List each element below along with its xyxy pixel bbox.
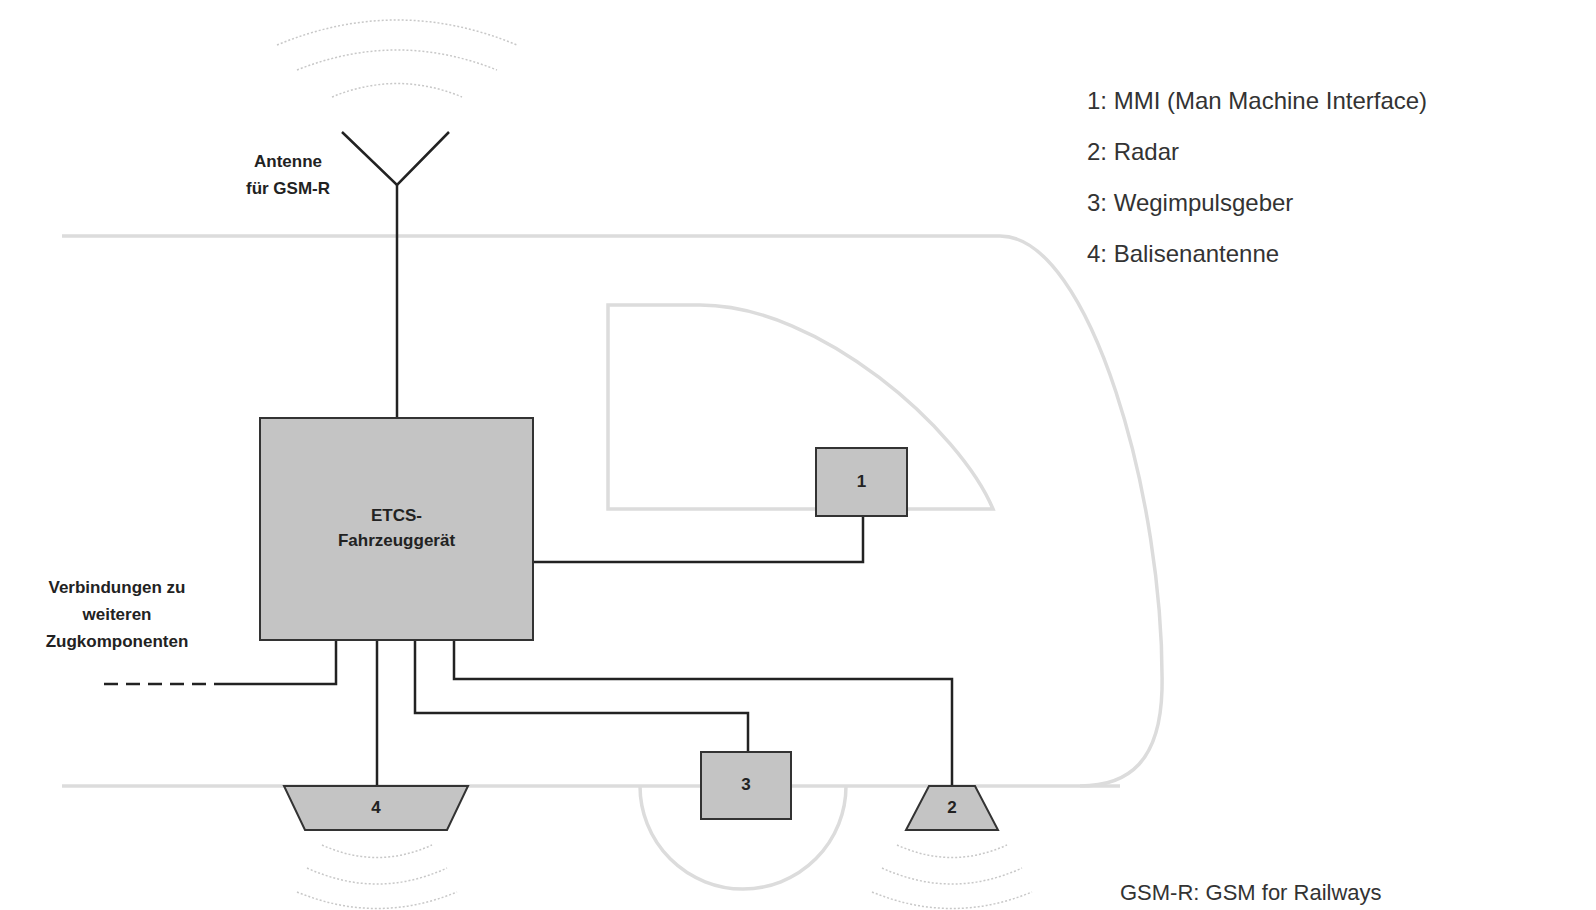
trapezoid-outline bbox=[906, 786, 998, 830]
wave bbox=[897, 845, 1007, 858]
abbreviation-note: GSM-R: GSM for Railways bbox=[1120, 880, 1382, 906]
train-bus-wire bbox=[214, 641, 336, 684]
key-entry: 1: MMI (Man Machine Interface) bbox=[1087, 87, 1427, 116]
connector-wire bbox=[376, 641, 379, 786]
antenna-label: Antenne für GSM-R bbox=[243, 148, 333, 202]
antenna-feed-line bbox=[396, 185, 399, 417]
wave bbox=[872, 892, 1032, 909]
connector-wire bbox=[415, 641, 748, 751]
wave bbox=[332, 84, 462, 98]
wave bbox=[882, 868, 1022, 884]
antenna-symbol bbox=[342, 132, 449, 417]
wave bbox=[297, 50, 497, 70]
wave bbox=[307, 868, 447, 884]
callout-box: 1 bbox=[815, 447, 908, 517]
connections-label: Verbindungen zu weiteren Zugkomponenten bbox=[46, 574, 189, 656]
callout-number: 2 bbox=[947, 796, 956, 821]
radar-shape: 2 bbox=[906, 786, 998, 830]
unit-name: ETCS- Fahrzeuggerät bbox=[338, 504, 455, 553]
key-entry: 3: Wegimpulsgeber bbox=[1087, 189, 1293, 218]
odometer-box: 3 bbox=[700, 751, 792, 820]
key-entry: 2: Radar bbox=[1087, 138, 1179, 167]
trapezoid-outline bbox=[284, 786, 468, 830]
onboard-unit-box: ETCS- Fahrzeuggerät bbox=[259, 417, 534, 641]
key-entry: 4: Balisenantenne bbox=[1087, 240, 1279, 269]
wave bbox=[277, 20, 517, 45]
train-outline bbox=[62, 236, 1162, 889]
antenna-arms bbox=[342, 132, 449, 185]
train-bus-dashed bbox=[100, 683, 206, 686]
train-body-line bbox=[62, 236, 1162, 786]
wave bbox=[322, 845, 432, 858]
connector-wire bbox=[534, 517, 863, 562]
balise-antenna-shape: 4 bbox=[284, 786, 468, 830]
cab-window bbox=[608, 305, 993, 509]
callout-number: 3 bbox=[741, 773, 750, 798]
callout-number: 1 bbox=[857, 470, 866, 495]
callout-number: 4 bbox=[371, 796, 380, 821]
wave bbox=[297, 892, 457, 909]
